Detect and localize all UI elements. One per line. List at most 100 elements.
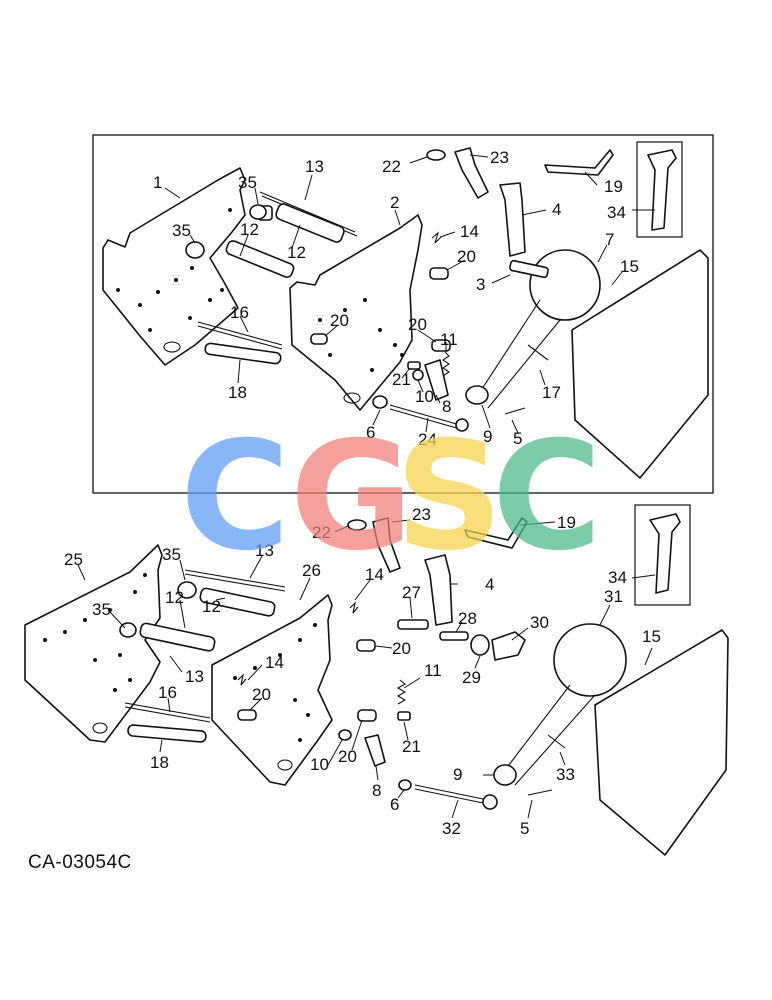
link-27	[397, 619, 429, 630]
shaft-32	[414, 784, 498, 810]
callout-14-lower-b: 14	[265, 653, 284, 672]
chain-33	[504, 684, 596, 786]
callout-4: 4	[552, 200, 561, 219]
callout-35-lower-a: 35	[162, 545, 181, 564]
clip-14-lower-a	[349, 601, 359, 614]
hub-3	[509, 259, 549, 279]
callout-27: 27	[402, 583, 421, 602]
flange-30	[491, 631, 526, 661]
pin-20-lower-c	[357, 709, 377, 722]
callout-34: 34	[607, 203, 626, 222]
callout-2: 2	[390, 193, 399, 212]
callout-11-lower: 11	[424, 661, 442, 680]
shaft-24	[389, 404, 469, 432]
callout-9: 9	[483, 427, 492, 446]
callout-14: 14	[460, 222, 479, 241]
callout-10: 10	[415, 387, 434, 406]
tube-18	[204, 342, 282, 365]
callout-13-lower-a: 13	[255, 541, 274, 560]
bracket-19-lower	[464, 517, 528, 549]
bearing-29	[470, 634, 490, 656]
callout-3: 3	[476, 275, 485, 294]
callout-6-lower: 6	[390, 795, 399, 814]
callout-22-lower: 22	[312, 523, 331, 542]
cap-22-lower	[347, 519, 367, 531]
callout-30: 30	[530, 613, 549, 632]
callout-9-lower: 9	[453, 765, 462, 784]
arm-8-upper	[424, 359, 449, 401]
watermark-letter-3: S	[395, 410, 503, 584]
callout-32: 32	[442, 819, 461, 838]
callout-13-lower-b: 13	[185, 667, 204, 686]
bracket-34-upper	[647, 149, 677, 231]
spring-11-upper	[442, 351, 450, 377]
callout-6: 6	[366, 423, 375, 442]
callout-14-lower-a: 14	[365, 565, 384, 584]
callout-35a: 35	[238, 173, 257, 192]
roller-12-lower-a	[199, 587, 276, 617]
chain-17	[477, 299, 561, 409]
watermark-letter-2: G	[290, 410, 413, 584]
inset-34-upper	[636, 141, 683, 238]
pin-20a	[310, 333, 328, 345]
drawing-code: CA-03054C	[28, 852, 132, 873]
shaft-13-lower	[184, 569, 286, 592]
bolt-5-upper	[504, 407, 526, 415]
callout-8-lower: 8	[372, 781, 381, 800]
bracket-34-lower	[649, 513, 681, 594]
callout-12-lower-a: 12	[165, 588, 184, 607]
roller-12a	[275, 203, 345, 243]
spout-23-upper	[454, 147, 489, 199]
callout-11: 11	[440, 330, 458, 349]
pin-20-lower-b	[356, 639, 376, 652]
upper-assembly: 1 2 3 4 5 6 7 8 9 10 11 12 12 13 14 15 1…	[92, 134, 714, 494]
arm-8-lower	[364, 734, 386, 767]
clip-14-upper	[431, 231, 442, 244]
upper-leaders	[164, 154, 655, 434]
callout-20-lower-c: 20	[338, 747, 357, 766]
lower-assembly: 25 35 35 12 12 13 13 26 14 14 22 23 19 4…	[24, 504, 729, 856]
lower-leaders	[77, 519, 656, 819]
nut-6-upper	[372, 395, 388, 409]
callout-1: 1	[153, 173, 162, 192]
bracket-4-lower	[424, 554, 453, 626]
side-panel-26-holes	[233, 623, 317, 771]
callout-22: 22	[382, 157, 401, 176]
callout-4-lower: 4	[485, 575, 494, 594]
shaft-16-lower	[124, 702, 211, 723]
sprocket-7	[529, 249, 601, 321]
bushing-35-lower-a	[177, 581, 197, 599]
callout-23-lower: 23	[412, 505, 431, 524]
bolt-5-lower	[527, 789, 553, 796]
shaft-16	[197, 321, 283, 350]
washer-10-upper	[412, 369, 424, 381]
callout-35-lower-b: 35	[92, 600, 111, 619]
idler-9-upper	[465, 385, 489, 405]
pin-20-lower-a	[237, 709, 257, 721]
callout-7: 7	[605, 230, 614, 249]
callout-12a: 12	[240, 220, 259, 239]
callout-28: 28	[458, 609, 477, 628]
callout-21-lower: 21	[402, 737, 421, 756]
cap-22-upper	[426, 149, 446, 161]
idler-9-lower	[493, 764, 517, 786]
pin-28	[439, 631, 469, 641]
side-panel-1	[102, 167, 246, 366]
callout-34-lower: 34	[608, 568, 627, 587]
spout-23-lower	[372, 517, 401, 573]
nut-6-lower	[398, 779, 412, 791]
cover-15-upper	[571, 249, 709, 479]
side-panel-25-holes	[43, 573, 147, 734]
callout-15: 15	[620, 257, 639, 276]
callout-25: 25	[64, 550, 83, 569]
spring-11-lower	[396, 679, 407, 705]
callout-20-lower-a: 20	[252, 685, 271, 704]
pin-20b	[429, 267, 449, 280]
callout-19-lower: 19	[557, 513, 576, 532]
upper-callouts: 1 2 3 4 5 6 7 8 9 10 11 12 12 13 14 15 1…	[153, 148, 639, 449]
callout-29: 29	[462, 668, 481, 687]
callout-5: 5	[513, 429, 522, 448]
callout-23: 23	[490, 148, 509, 167]
inset-34-lower	[634, 504, 691, 606]
